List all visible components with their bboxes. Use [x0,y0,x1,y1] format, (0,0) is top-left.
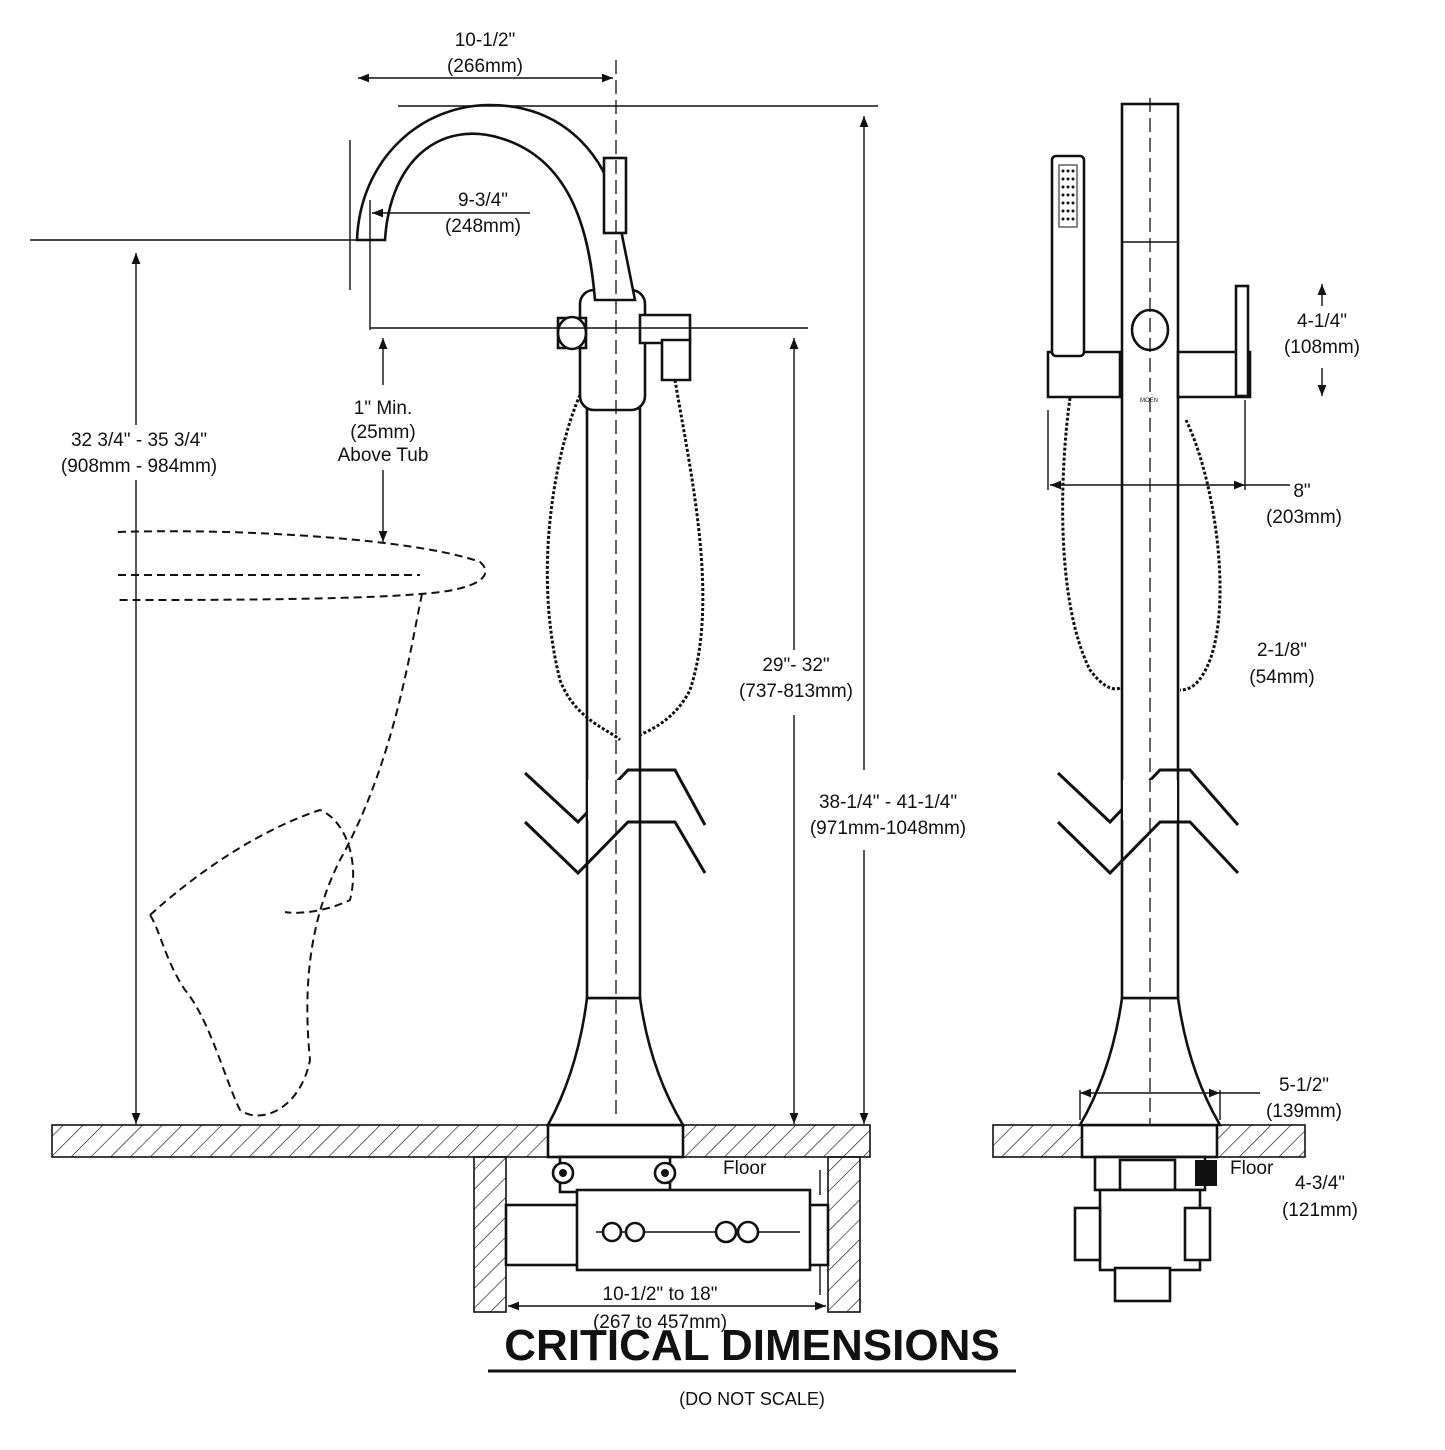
spout-height-in: 32 3/4" - 35 3/4" [71,430,207,451]
rough-in-body [1073,1123,1219,1303]
outlet-reach-mm: (248mm) [445,216,521,237]
handshower-holder [602,156,628,235]
body-width-mm: (203mm) [1266,507,1342,528]
page-title: CRITICAL DIMENSIONS [504,1321,999,1370]
hose-offset-mm: (54mm) [1249,667,1314,688]
spray-nozzles [1061,169,1075,221]
bracket-width-in: 10-1/2" to 18" [603,1284,718,1305]
mounting-bracket [504,1123,830,1295]
rough-depth-in: 4-3/4" [1295,1173,1345,1194]
spout [355,103,637,302]
body-width-in: 8" [1293,481,1310,502]
floor-slab [51,1124,871,1158]
floor-label-front: Floor [1230,1158,1274,1179]
bathtub-outline [117,530,487,1117]
handle-length-mm: (108mm) [1284,337,1360,358]
overall-height-mm: (971mm-1048mm) [810,818,966,839]
handle-height-in: 29"- 32" [762,655,829,676]
left-joist [473,1156,507,1313]
spout-height-mm: (908mm - 984mm) [61,456,217,477]
brand-mark: MOEN [1140,398,1158,404]
page-subtitle: (DO NOT SCALE) [679,1389,825,1409]
handle-length-in: 4-1/4" [1297,311,1347,332]
base-diameter-in: 5-1/2" [1279,1075,1329,1096]
bracket-width-mm: (267 to 457mm) [593,1312,727,1333]
handshower [1050,154,1086,358]
right-joist [827,1156,861,1313]
overall-height-in: 38-1/4" - 41-1/4" [819,792,957,813]
rough-depth-mm: (121mm) [1282,1200,1358,1221]
base-diameter-mm: (139mm) [1266,1101,1342,1122]
front-view: MOEN [992,98,1360,1303]
above-tub-line3: Above Tub [338,445,429,466]
side-view: 10-1/2" (266mm) 9-3/4" (248mm) 1" Min. (… [30,30,966,1333]
hose-front [1061,397,1222,692]
valve-body-front: MOEN [1046,284,1252,404]
above-tub-line1: 1" Min. [354,398,412,419]
handle-height-mm: (737-813mm) [739,681,853,702]
break-marks-side [523,768,707,876]
valve-body [556,288,692,412]
spout-reach-mm: (266mm) [447,56,523,77]
hose [545,379,705,742]
hose-offset-in: 2-1/8" [1257,640,1307,661]
spout-reach-in: 10-1/2" [455,30,516,51]
floor-label-side: Floor [723,1158,767,1179]
faucet-column [585,403,642,1000]
outlet-reach-in: 9-3/4" [458,190,508,211]
above-tub-line2: (25mm) [350,422,415,443]
